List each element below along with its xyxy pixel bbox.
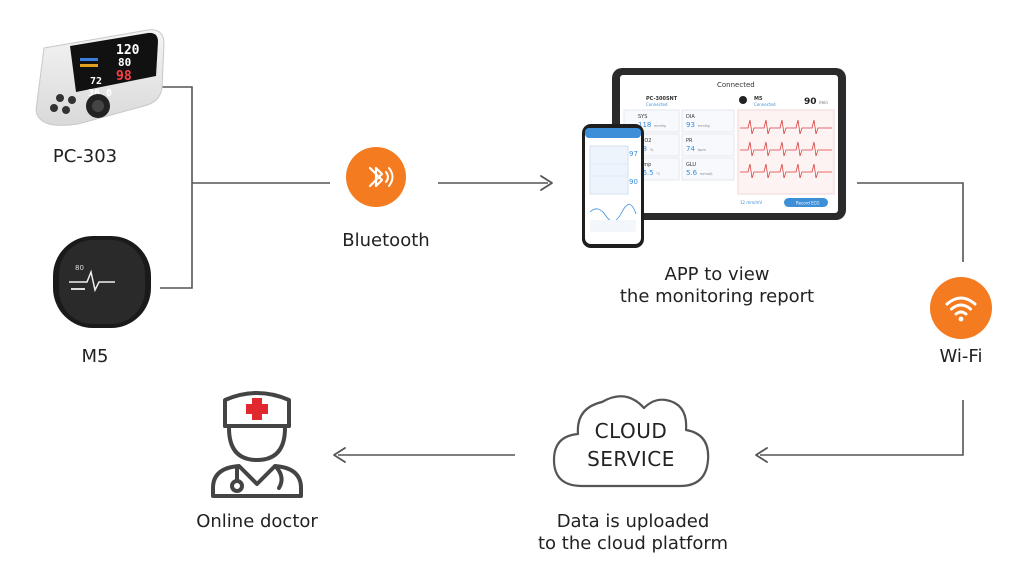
metric-name-temp: Temp [637, 162, 651, 168]
metric-unit-sys: mmHg [654, 124, 666, 128]
m5-label: M5 [81, 346, 109, 367]
pc303-reading-2: 80 [118, 56, 131, 69]
arrowhead-to-doctor [333, 447, 346, 463]
app-caption-line2: the monitoring report [619, 286, 815, 307]
metric-unit-dia: mmHg [698, 124, 710, 128]
tablet-device-b-value: 90 [804, 97, 817, 107]
cloud-icon [548, 380, 714, 494]
bluetooth-icon [346, 147, 406, 207]
metric-unit-pr: bpm [698, 148, 706, 152]
record-ecg-button: Record ECG [796, 201, 820, 206]
metric-unit-temp: °C [656, 172, 661, 176]
arrowhead-to-cloud [755, 447, 768, 463]
cloud-line1: CLOUD [594, 419, 668, 443]
wifi-icon [930, 277, 992, 339]
m5-device-image: 80 [45, 232, 160, 332]
phone-value-1: 97 [629, 150, 638, 158]
pc303-reading-3: 98 [116, 69, 132, 84]
tablet-header: Connected [717, 81, 755, 89]
cloud-caption-line1: Data is uploaded [556, 511, 710, 532]
pc303-device-image: 120 80 98 72 36.0 [30, 18, 170, 133]
doctor-icon [205, 388, 309, 500]
connector-wifi-to-cloud [760, 400, 964, 456]
connector-app-to-wifi [857, 182, 964, 262]
arrowhead-to-app [540, 175, 553, 191]
tablet-device-b: M5 [754, 96, 763, 102]
metric-value-glu: 5.6 [686, 169, 698, 177]
tablet-device-b-unit: /min [819, 100, 828, 105]
tablet-device-a: PC-300SNT [646, 96, 678, 102]
metric-name-sys: SYS [638, 114, 647, 120]
phone-value-2: 90 [629, 178, 638, 186]
metric-name-dia: DIA [686, 114, 695, 120]
metric-unit-glu: mmol/L [700, 172, 713, 176]
phone-app-screen: 97 90 [582, 124, 644, 248]
pc303-reading-1: 120 [116, 43, 140, 58]
metric-value-temp: 36.5 [638, 169, 654, 177]
metric-name-spo2: SpO2 [638, 138, 651, 144]
metric-value-sys: 118 [638, 121, 651, 129]
tablet-app-screen: Connected PC-300SNT Connected M5 Connect… [612, 68, 846, 220]
ecg-speed: 12 mm/mV [740, 200, 762, 205]
pc303-label: PC-303 [52, 146, 118, 167]
tablet-device-a-status: Connected [646, 102, 668, 107]
bluetooth-label: Bluetooth [342, 230, 430, 251]
pc303-reading-4: 72 [90, 76, 102, 87]
ecg-traces [740, 119, 832, 179]
metric-value-pr: 74 [686, 145, 695, 153]
device-bracket [160, 86, 193, 289]
cloud-line2: SERVICE [587, 447, 675, 471]
metric-unit-spo2: % [650, 148, 654, 152]
tablet-device-b-status: Connected [754, 102, 776, 107]
pc303-reading-5: 36.0 [88, 88, 112, 99]
metric-value-dia: 93 [686, 121, 695, 129]
metric-name-pr: PR [686, 138, 693, 144]
app-caption-line1: APP to view [664, 264, 770, 285]
doctor-label: Online doctor [196, 511, 318, 532]
wifi-label: Wi-Fi [939, 346, 983, 367]
svg-text:80: 80 [75, 264, 84, 272]
metric-name-glu: GLU [686, 162, 696, 168]
cloud-caption-line2: to the cloud platform [537, 533, 728, 554]
